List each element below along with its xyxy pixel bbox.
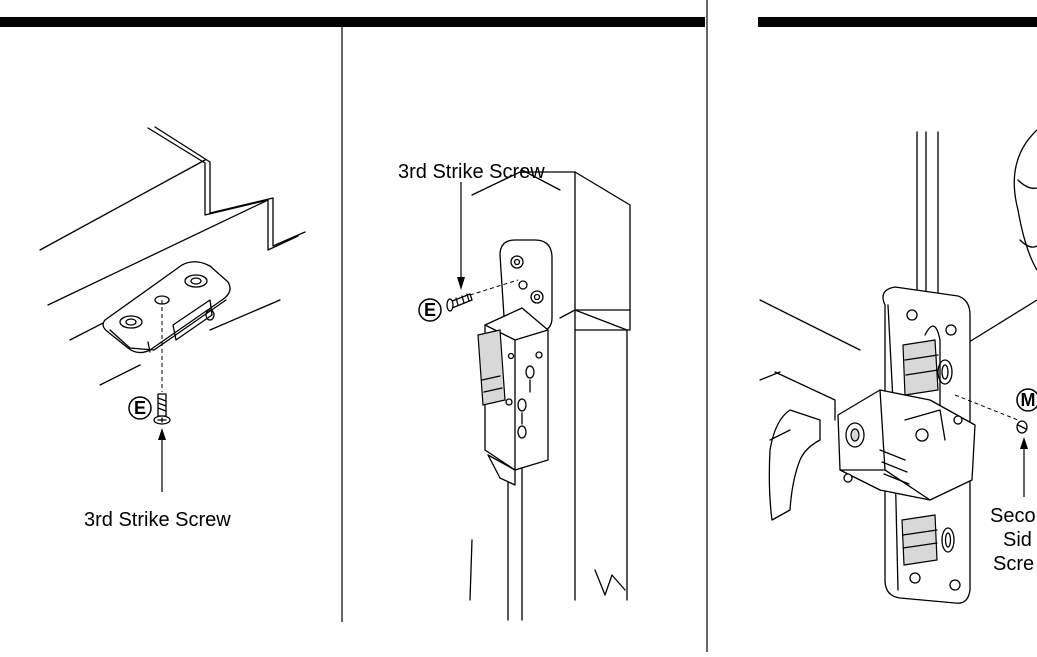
left-callout-letter: E: [134, 398, 146, 418]
right-label-line-3: Scre: [993, 553, 1034, 575]
right-callout-letter: M: [1021, 390, 1036, 410]
left-strike-illustration: [39, 126, 306, 492]
left-screw-label: 3rd Strike Screw: [84, 509, 231, 531]
right-screw-label: Seco Sid Scre: [990, 505, 1036, 575]
right-header-bar: [758, 17, 1037, 27]
middle-screw-label: 3rd Strike Screw: [398, 161, 545, 183]
right-latch-assembly-illustration: [759, 129, 1037, 604]
middle-callout-letter: E: [424, 300, 436, 320]
middle-latch-illustration: [418, 169, 631, 621]
right-label-line-2: Sid: [1003, 529, 1032, 551]
left-header-bar: [0, 17, 705, 27]
right-label-line-1: Seco: [990, 505, 1036, 527]
